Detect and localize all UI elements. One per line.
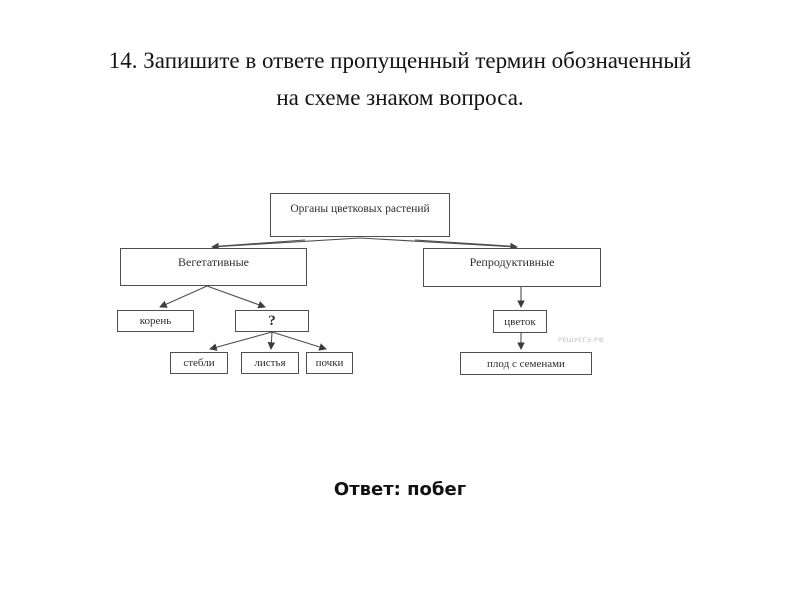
node-buds-label: почки — [315, 357, 344, 369]
node-buds: почки — [306, 352, 353, 374]
node-flower-label: цветок — [504, 315, 536, 328]
node-root-organ: корень — [117, 310, 194, 332]
node-question-mark: ? — [235, 310, 309, 332]
node-vegetative-label: Вегетативные — [178, 254, 249, 269]
edge-root-reproductive-2 — [414, 239, 516, 248]
edge-unknown-stems — [209, 331, 273, 351]
node-fruit-with-seeds: плод с семенами — [460, 352, 592, 375]
edge-root-vegetative-2 — [213, 239, 306, 248]
node-flower: цветок — [493, 310, 547, 333]
edge-root-vegetative — [211, 237, 361, 251]
node-fruit-with-seeds-label: плод с семенами — [487, 357, 565, 370]
question-title-line1: 14. Запишите в ответе пропущенный термин… — [108, 48, 692, 73]
node-reproductive: Репродуктивные — [423, 248, 601, 287]
question-title: 14. Запишите в ответе пропущенный термин… — [0, 42, 800, 116]
node-stems: стебли — [170, 352, 228, 374]
node-vegetative: Вегетативные — [120, 248, 307, 286]
watermark: РЕШУЕГЭ.РФ — [558, 336, 605, 344]
node-stems-label: стебли — [183, 357, 215, 369]
flowchart-diagram: Органы цветковых растений Вегетативные Р… — [100, 185, 620, 385]
node-question-mark-label: ? — [268, 312, 276, 329]
node-leaves: листья — [241, 352, 299, 374]
connector-lines — [159, 237, 525, 351]
node-root-organs-label: Органы цветковых растений — [290, 203, 430, 215]
node-leaves-label: листья — [254, 357, 286, 369]
edge-vegetative-unknown — [206, 285, 266, 309]
edge-unknown-buds — [271, 331, 327, 351]
edge-vegetative-koren — [159, 285, 208, 308]
answer-text: Ответ: побег — [333, 479, 467, 500]
edge-unknown-leaves — [267, 331, 276, 350]
question-title-line2: на схеме знаком вопроса. — [276, 85, 524, 110]
node-root-organs: Органы цветковых растений — [270, 193, 450, 237]
edge-root-reproductive — [359, 237, 518, 251]
node-root-organ-label: корень — [139, 315, 172, 327]
node-reproductive-label: Репродуктивные — [469, 255, 555, 269]
